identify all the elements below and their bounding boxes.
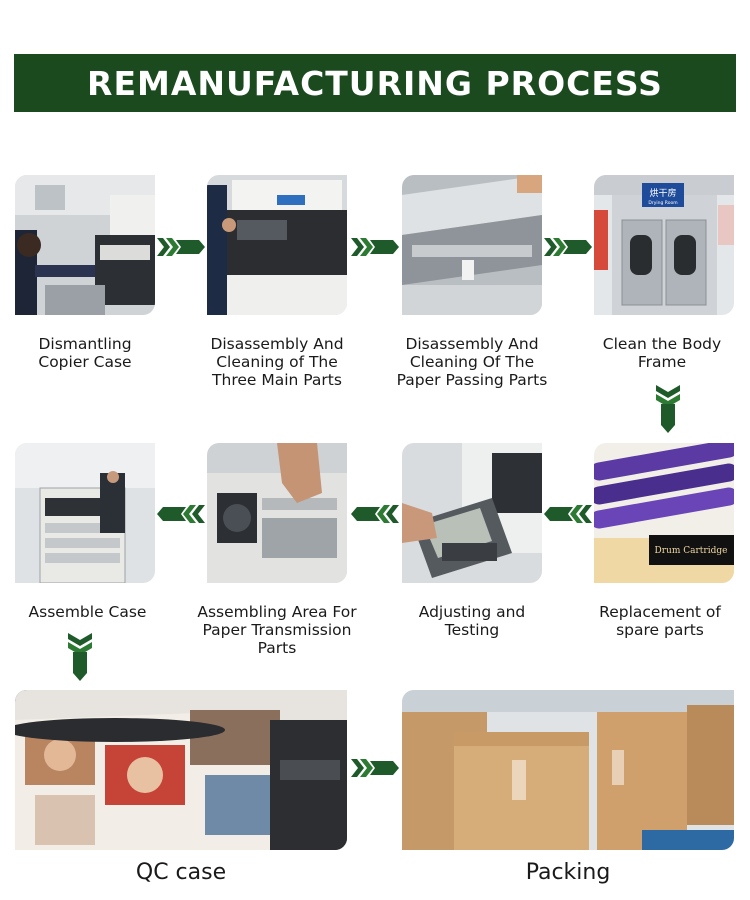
page-title: REMANUFACTURING PROCESS	[87, 63, 663, 103]
step-5-caption: Replacement of spare parts	[599, 603, 721, 639]
step-3-photo	[402, 175, 542, 315]
step-5-photo: Drum Cartridge	[594, 443, 734, 583]
drying-room-sign-sub: Drying Room	[648, 200, 677, 206]
arrow-left-2	[351, 505, 399, 523]
step-2-caption: Disassembly And Cleaning of The Three Ma…	[210, 335, 344, 389]
drum-cartridge-box-label: Drum Cartridge	[655, 546, 728, 556]
step-6-photo	[402, 443, 542, 583]
arrow-down-1	[656, 385, 680, 433]
arrow-left-3	[157, 505, 205, 523]
step-4-photo: 烘干房 Drying Room	[594, 175, 734, 315]
arrow-down-2	[68, 633, 92, 681]
step-8-caption: Assemble Case	[28, 603, 147, 621]
arrow-right-4	[351, 759, 399, 777]
step-6-caption: Adjusting and Testing	[418, 603, 526, 639]
drying-room-sign: 烘干房	[649, 187, 676, 199]
step-1-photo	[15, 175, 155, 315]
arrow-left-1	[544, 505, 592, 523]
step-3-caption: Disassembly And Cleaning Of The Paper Pa…	[396, 335, 548, 389]
step-8-photo	[15, 443, 155, 583]
step-4-caption: Clean the Body Frame	[602, 335, 722, 371]
step-1-caption: Dismantling Copier Case	[38, 335, 132, 371]
step-7-photo	[207, 443, 347, 583]
packing-photo	[402, 690, 734, 850]
step-7-caption: Assembling Area For Paper Transmission P…	[197, 603, 357, 657]
arrow-right-1	[157, 238, 205, 256]
arrow-right-3	[544, 238, 592, 256]
qc-case-photo	[15, 690, 347, 850]
qc-case-caption: QC case	[135, 860, 227, 885]
title-banner: REMANUFACTURING PROCESS	[14, 54, 736, 112]
step-2-photo	[207, 175, 347, 315]
packing-caption: Packing	[525, 860, 611, 885]
arrow-right-2	[351, 238, 399, 256]
